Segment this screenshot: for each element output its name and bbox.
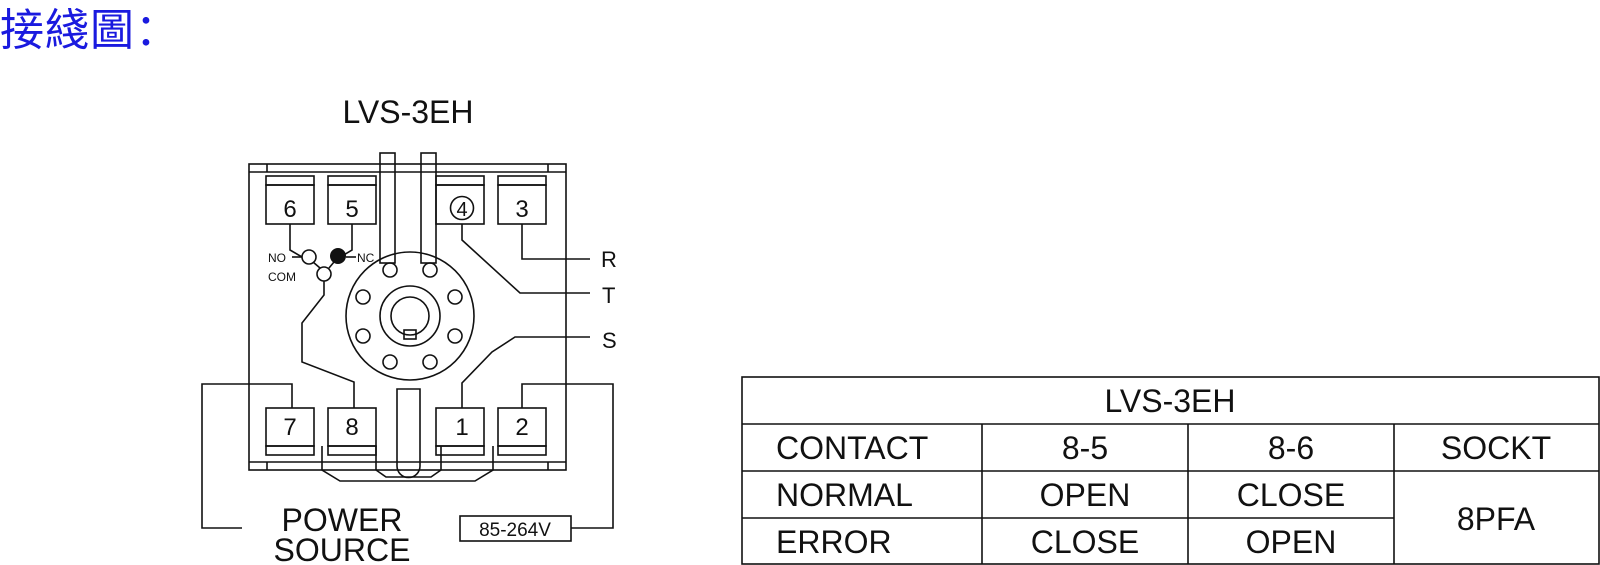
terminal-7-label: 7 <box>283 414 296 441</box>
table-row-normal-8-6: CLOSE <box>1237 477 1345 513</box>
page-title: 接綫圖： <box>0 5 180 56</box>
terminal-6-label: 6 <box>283 196 296 223</box>
wire-terminal-1-s <box>461 336 590 408</box>
terminal-5-label: 5 <box>345 196 358 223</box>
table-row-error-8-6: OPEN <box>1246 524 1337 560</box>
bottom-bracket <box>321 446 494 482</box>
power-source-label-line2: SOURCE <box>274 532 411 565</box>
top-key-slot-left <box>379 152 396 264</box>
terminal-4-label: 4 <box>456 199 467 221</box>
table-header-8-6: 8-6 <box>1268 430 1314 466</box>
table-socket-value: 8PFA <box>1457 501 1536 537</box>
terminal-1-label: 1 <box>455 414 468 441</box>
electrode-r-label: R <box>601 247 617 272</box>
com-label: COM <box>268 270 296 284</box>
table-row-error-label: ERROR <box>776 524 892 560</box>
octal-base <box>345 251 475 381</box>
no-label: NO <box>268 251 286 265</box>
electrode-s-label: S <box>602 328 617 353</box>
voltage-box <box>459 515 572 542</box>
table-row-normal-label: NORMAL <box>776 477 913 513</box>
table-title: LVS-3EH <box>1104 383 1235 419</box>
socket-outline <box>248 163 567 471</box>
wire-terminal-3-r <box>521 224 590 260</box>
top-key-slot-right <box>420 152 437 264</box>
nc-contact <box>330 248 346 264</box>
table-header-contact: CONTACT <box>776 430 928 466</box>
terminal-3-label: 3 <box>515 196 528 223</box>
terminal-8-label: 8 <box>345 414 358 441</box>
table-header-socket: SOCKT <box>1441 430 1551 466</box>
base-pin-holes <box>355 262 463 370</box>
model-label: LVS-3EH <box>342 94 473 130</box>
com-contact <box>316 266 332 282</box>
voltage-label: 85-264V <box>479 520 551 541</box>
wire-terminal-4-t <box>461 224 590 294</box>
spec-table <box>741 376 1600 565</box>
table-row-error-8-5: CLOSE <box>1031 524 1139 560</box>
bottom-key-slot <box>396 388 421 479</box>
electrode-t-label: T <box>602 283 615 308</box>
table-header-8-5: 8-5 <box>1062 430 1108 466</box>
wire-terminal-2-power <box>521 383 614 529</box>
terminal-2-label: 2 <box>515 414 528 441</box>
wire-com-terminal-8 <box>301 281 355 408</box>
terminal-4-circle <box>449 195 475 221</box>
no-contact <box>301 249 317 265</box>
wire-terminal-7-power <box>201 383 293 529</box>
power-source-label-line1: POWER <box>282 502 403 538</box>
center-hub <box>379 285 441 347</box>
nc-label: NC <box>357 251 375 265</box>
table-row-normal-8-5: OPEN <box>1040 477 1131 513</box>
center-hole <box>390 296 430 336</box>
wire-terminal-6-no <box>289 224 303 258</box>
